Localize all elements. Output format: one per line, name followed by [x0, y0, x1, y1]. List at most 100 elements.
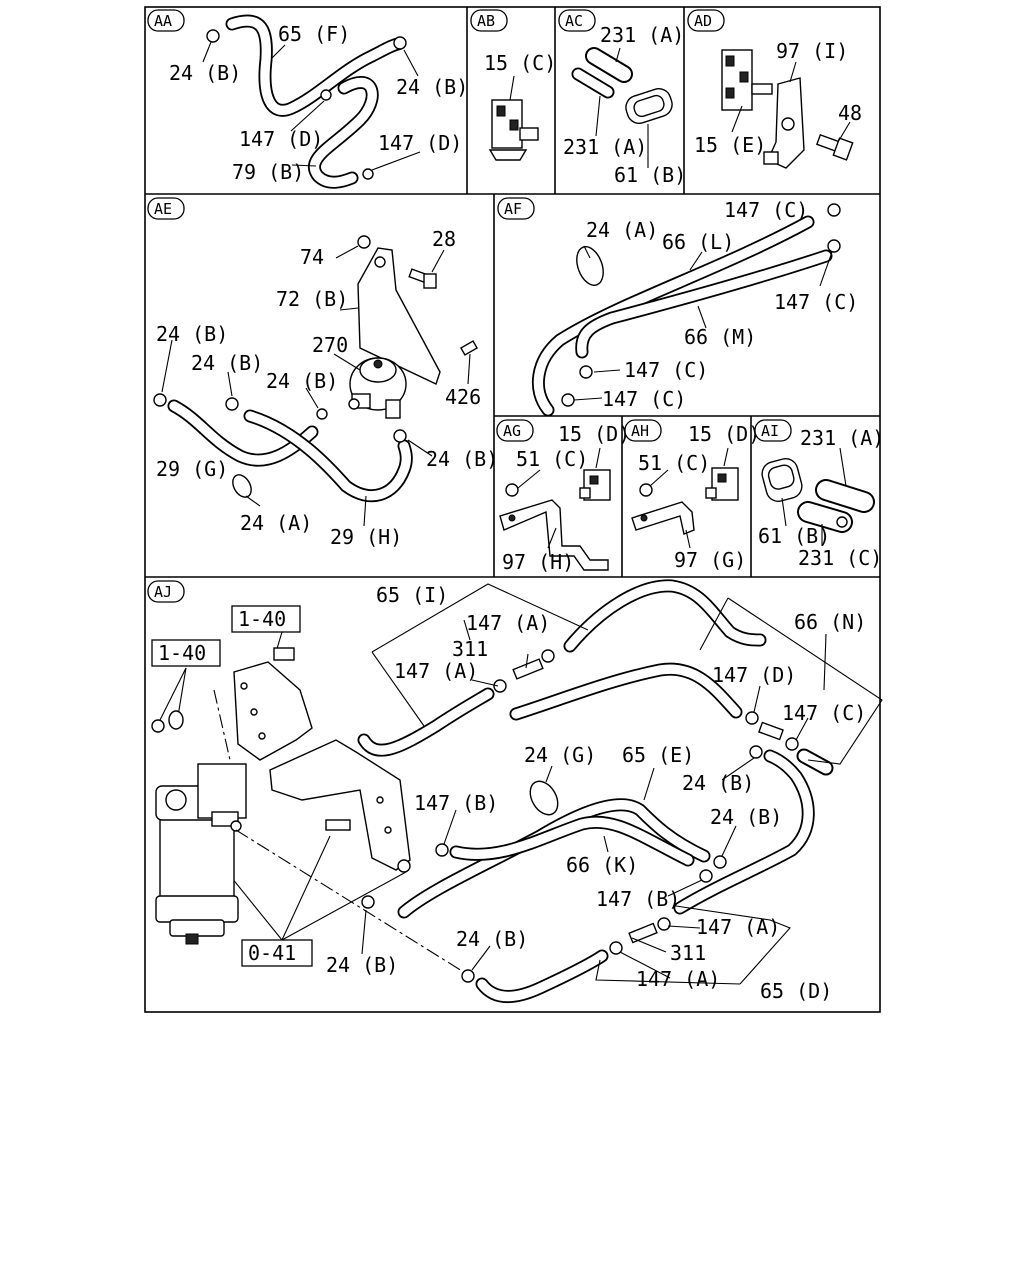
label-147c: 147 (C) [602, 387, 686, 411]
label-97h: 97 (H) [502, 550, 574, 574]
tube-231a [815, 479, 875, 513]
label-147d: 147 (D) [239, 127, 323, 151]
label-24b: 24 (B) [266, 369, 338, 393]
label-24a: 24 (A) [240, 511, 312, 535]
label-66n: 66 (N) [794, 610, 866, 634]
label-147a: 147 (A) [636, 967, 720, 991]
panel-tag: AF [504, 200, 522, 218]
label-29h: 29 (H) [330, 525, 402, 549]
label-147a: 147 (A) [466, 611, 550, 635]
pump-270 [349, 357, 407, 419]
clip-15e [721, 49, 773, 111]
label-15e: 15 (E) [694, 133, 766, 157]
label-65i: 65 (I) [376, 583, 448, 607]
label-66k: 66 (K) [566, 853, 638, 877]
ref-0-41: 0-41 [248, 941, 296, 965]
label-147d: 147 (D) [712, 663, 796, 687]
ref-1-40: 1-40 [238, 607, 286, 631]
label-65f: 65 (F) [278, 22, 350, 46]
label-61b: 61 (B) [614, 163, 686, 187]
label-24b: 24 (B) [396, 75, 468, 99]
panel-af: AF 147 (C) 24 (A) 66 (L) 147 (C) 66 (M) … [497, 197, 858, 417]
label-311: 311 [452, 637, 488, 661]
label-147a: 147 (A) [696, 915, 780, 939]
label-66l: 66 (L) [662, 230, 734, 254]
label-24a: 24 (A) [586, 218, 658, 242]
label-65d: 65 (D) [760, 979, 832, 1003]
label-231a: 231 (A) [800, 426, 884, 450]
label-28: 28 [432, 227, 456, 251]
ref-1-40: 1-40 [158, 641, 206, 665]
label-147b: 147 (B) [596, 887, 680, 911]
label-24b: 24 (B) [710, 805, 782, 829]
label-48: 48 [838, 101, 862, 125]
label-24b: 24 (B) [191, 351, 263, 375]
label-147c: 147 (C) [724, 198, 808, 222]
label-24b: 24 (B) [682, 771, 754, 795]
mounting-bracket [233, 661, 411, 871]
label-231c: 231 (C) [798, 546, 882, 570]
panel-ae: AE 74 28 72 (B) [147, 197, 498, 549]
label-311: 311 [670, 941, 706, 965]
panel-ac: AC 231 (A) 231 (A) 61 (B) [558, 9, 686, 187]
panel-ai: AI 231 (A) 61 (B) 231 (C) [754, 419, 884, 570]
label-147c: 147 (C) [624, 358, 708, 382]
panel-ad: AD 97 (I) 48 15 (E) [687, 9, 862, 169]
ref-box-1-40 [231, 605, 301, 633]
panel-ah: AH 15 (D) 51 (C) 97 (G) [624, 419, 760, 572]
label-72b: 72 (B) [276, 287, 348, 311]
tube-231c [797, 501, 853, 533]
label-147c: 147 (C) [782, 701, 866, 725]
panel-ab: AB 15 (C) [470, 9, 556, 161]
clip-15d [705, 467, 739, 501]
label-15d: 15 (D) [558, 422, 630, 446]
panel-aa: AA 65 (F) 24 (B) 24 (B) 147 (D) 147 (D) … [147, 9, 468, 189]
bracket-97g [631, 501, 695, 535]
label-66m: 66 (M) [684, 325, 756, 349]
label-147c: 147 (C) [774, 290, 858, 314]
panel-tag: AI [761, 422, 779, 440]
label-24b: 24 (B) [169, 61, 241, 85]
label-231a: 231 (A) [563, 135, 647, 159]
label-147d: 147 (D) [378, 131, 462, 155]
clip-15d [579, 469, 611, 501]
label-61b: 61 (B) [758, 524, 830, 548]
panel-tag: AJ [154, 583, 172, 601]
label-147b: 147 (B) [414, 791, 498, 815]
label-97i: 97 (I) [776, 39, 848, 63]
tube-231a [571, 47, 633, 99]
bracket-97h [499, 499, 609, 571]
bracket-72b [357, 247, 441, 385]
label-270: 270 [312, 333, 348, 357]
bolt-48 [815, 133, 854, 161]
label-24b: 24 (B) [156, 322, 228, 346]
band-61b [761, 458, 803, 502]
label-65e: 65 (E) [622, 743, 694, 767]
label-79b: 79 (B) [232, 160, 304, 184]
label-15c: 15 (C) [484, 51, 556, 75]
label-24b: 24 (B) [426, 447, 498, 471]
panel-tag: AH [631, 422, 649, 440]
panel-tag: AB [477, 12, 495, 30]
label-24b: 24 (B) [456, 927, 528, 951]
label-147a: 147 (A) [394, 659, 478, 683]
label-24b: 24 (B) [326, 953, 398, 977]
panel-tag: AC [565, 12, 583, 30]
label-74: 74 [300, 245, 324, 269]
ref-box-0-41 [241, 939, 313, 967]
band-61b [625, 87, 673, 125]
frame-grid [144, 6, 881, 1013]
fuel-filter [155, 763, 247, 945]
panel-aj: AJ 1-40 1-40 0-41 [147, 579, 883, 1004]
panel-ag: AG 15 (D) 51 (C) 97 (H) [496, 419, 630, 574]
label-231a: 231 (A) [600, 23, 684, 47]
label-97g: 97 (G) [674, 548, 746, 572]
panel-tag: AA [154, 12, 172, 30]
label-29g: 29 (G) [156, 457, 228, 481]
label-15d: 15 (D) [688, 422, 760, 446]
bracket-97i [763, 77, 805, 169]
label-51c: 51 (C) [638, 451, 710, 475]
panel-tag: AD [694, 12, 712, 30]
label-51c: 51 (C) [516, 447, 588, 471]
